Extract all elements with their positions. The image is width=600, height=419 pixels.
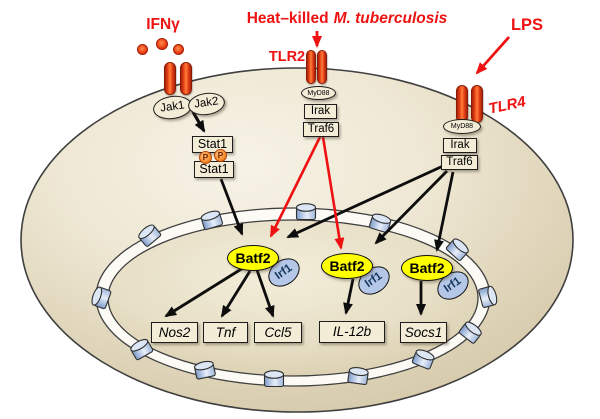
arrow-stat1-to-batf2-1 xyxy=(219,178,244,236)
batf2-node-2: Batf2 xyxy=(321,253,373,279)
ifng-ligand-dot xyxy=(137,44,148,55)
arrow-batf2-1-to-tnf xyxy=(220,270,252,318)
gene-nos2: Nos2 xyxy=(151,322,198,343)
arrow-tlr2traf6-to-batf2-1 xyxy=(269,136,322,238)
ifng-ligand-dot xyxy=(156,38,168,50)
ifng-receptor-bar xyxy=(164,62,176,95)
arrow-tlr4traf6-to-batf2-2 xyxy=(374,170,448,245)
ifng-label: IFNγ xyxy=(146,15,180,33)
ifng-ligand-dot xyxy=(173,44,184,55)
tlr4-irak-node: Irak xyxy=(443,138,477,153)
stat1-lower-node: Stat1 xyxy=(194,161,234,178)
arrow-jak-to-stat1 xyxy=(191,111,206,133)
stat1-upper-node: Stat1 xyxy=(192,136,233,153)
lps-label: LPS xyxy=(510,15,544,34)
gene-tnf: Tnf xyxy=(203,322,248,343)
nuclear-pore-icon xyxy=(347,365,370,386)
tlr4-receptor-bar xyxy=(456,85,468,123)
gene-il12b: IL-12b xyxy=(319,321,385,343)
tlr2-myd88-node: MyD88 xyxy=(301,86,336,100)
tlr2-label: TLR2 xyxy=(268,49,306,66)
arrow-tlr2traf6-to-batf2-2 xyxy=(321,136,345,250)
arrow-tlr4traf6-to-batf2-1 xyxy=(286,164,444,239)
tlr2-receptor-bar xyxy=(306,50,316,84)
arrow-batf2-2-to-il12b xyxy=(343,278,355,315)
gene-socs1: Socs1 xyxy=(400,322,447,343)
arrow-lps-to-tlr4 xyxy=(475,36,511,75)
tlr4-myd88-node: MyD88 xyxy=(443,119,481,134)
arrow-tlr4traf6-to-batf2-3 xyxy=(434,171,455,252)
tlr4-traf6-node: Traf6 xyxy=(441,155,478,170)
tlr2-receptor-bar xyxy=(317,50,327,84)
arrow-batf2-1-to-nos2 xyxy=(164,266,244,318)
nuclear-pore-icon xyxy=(263,370,285,388)
batf2-node-1: Batf2 xyxy=(227,245,279,271)
phospho-icon: P xyxy=(214,149,227,162)
ifng-receptor-bar xyxy=(180,62,192,95)
nuclear-pore-icon xyxy=(295,203,317,221)
phospho-icon: P xyxy=(199,151,212,164)
heat-killed-mtb-label: Heat–killed M. tuberculosis xyxy=(228,10,466,27)
tlr2-traf6-node: Traf6 xyxy=(303,122,339,137)
tlr4-receptor-bar xyxy=(471,85,483,123)
gene-ccl5: Ccl5 xyxy=(254,322,302,343)
heat-killed-prefix: Heat–killed xyxy=(246,9,329,27)
tlr2-irak-node: Irak xyxy=(304,104,337,119)
batf2-node-3: Batf2 xyxy=(401,255,453,281)
arrow-batf2-1-to-ccl5 xyxy=(255,269,275,318)
mtb-species: M. tuberculosis xyxy=(333,9,448,27)
